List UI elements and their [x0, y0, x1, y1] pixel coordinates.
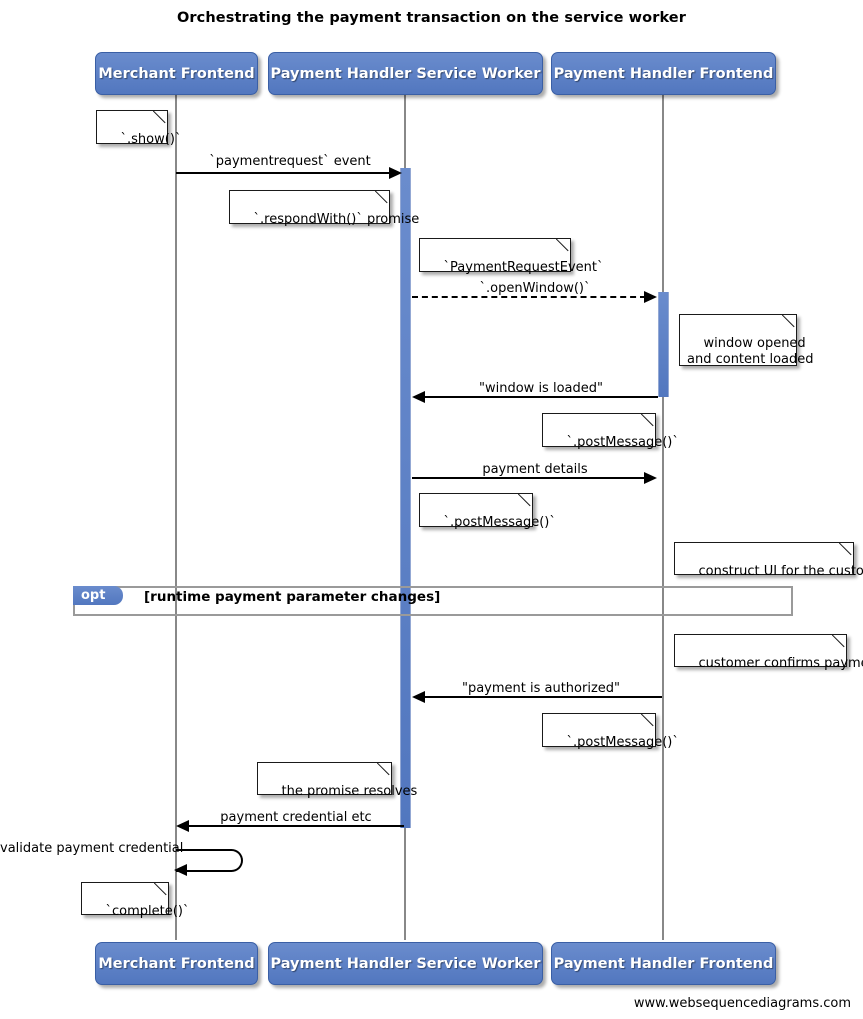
note-fold-icon: [641, 413, 656, 428]
message-line-window-is-loaded: [424, 396, 658, 398]
note-fold-icon: [839, 542, 854, 557]
note-fold-icon: [377, 762, 392, 777]
note-text: `.postMessage()`: [566, 435, 679, 450]
message-text: `paymentrequest` event: [209, 154, 371, 169]
participant-label: Payment Handler Service Worker: [270, 65, 541, 82]
note-customer-confirms: customer confirms payment: [674, 634, 863, 671]
message-arrowhead-payment-credential-etc: [176, 820, 189, 832]
lifeline-payment-handler-frontend: [662, 95, 664, 940]
message-arrowhead-validate-payment-credential: [174, 864, 187, 876]
participant-merchant-frontend-top[interactable]: Merchant Frontend: [95, 52, 258, 95]
message-label-paymentrequest-event: `paymentrequest` event: [176, 154, 404, 169]
message-arrowhead-payment-is-authorized: [412, 691, 425, 703]
note-fold-icon: [556, 238, 571, 253]
note-fold-icon: [782, 314, 797, 329]
opt-fragment-condition-text: [runtime payment parameter changes]: [144, 589, 441, 605]
note-show: `.show()`: [96, 110, 181, 147]
note-text: the promise resolves: [281, 784, 418, 799]
message-text: "payment is authorized": [461, 681, 621, 696]
message-text: validate payment credential: [0, 841, 184, 856]
participant-payment-handler-frontend-top[interactable]: Payment Handler Frontend: [551, 52, 776, 95]
page-title: Orchestrating the payment transaction on…: [177, 10, 686, 26]
message-line-payment-details: [412, 477, 646, 479]
note-text: window opened and content loaded: [687, 336, 814, 367]
message-arrowhead-window-is-loaded: [412, 391, 425, 403]
opt-fragment-operator-tab: opt: [73, 586, 123, 605]
participant-label: Payment Handler Frontend: [553, 955, 774, 972]
message-line-payment-is-authorized: [424, 696, 662, 698]
message-arrowhead-paymentrequest-event: [389, 167, 402, 179]
note-fold-icon: [154, 882, 169, 897]
participant-label: Payment Handler Service Worker: [270, 955, 541, 972]
note-window-opened: window opened and content loaded: [679, 314, 814, 367]
participant-label: Payment Handler Frontend: [553, 65, 774, 82]
message-label-window-is-loaded: "window is loaded": [424, 381, 658, 396]
participant-label: Merchant Frontend: [98, 955, 255, 972]
note-fold-icon: [375, 190, 390, 205]
message-text: "window is loaded": [479, 381, 603, 396]
note-postmessage-3: `.postMessage()`: [542, 713, 679, 750]
note-text: `.show()`: [120, 132, 182, 147]
opt-fragment-condition: [runtime payment parameter changes]: [144, 589, 440, 605]
message-line-paymentrequest-event: [176, 172, 392, 174]
participant-payment-handler-frontend-bottom[interactable]: Payment Handler Frontend: [551, 942, 776, 985]
message-line-openwindow: [412, 296, 646, 298]
note-fold-icon: [518, 493, 533, 508]
note-text: construct UI for the customer: [698, 564, 863, 579]
message-label-payment-credential-etc: payment credential etc: [188, 810, 404, 825]
note-fold-icon: [832, 634, 847, 649]
opt-fragment-operator-label: opt: [81, 588, 106, 603]
message-arrowhead-openwindow: [644, 291, 657, 303]
note-construct-ui: construct UI for the customer: [674, 542, 863, 579]
note-respondwith-promise: `.respondWith()` promise: [229, 190, 419, 227]
participant-merchant-frontend-bottom[interactable]: Merchant Frontend: [95, 942, 258, 985]
message-label-payment-details: payment details: [412, 462, 658, 477]
message-text: `.openWindow()`: [479, 281, 591, 296]
activation-bar-frontend: [658, 292, 669, 397]
note-text: `.respondWith()` promise: [253, 212, 420, 227]
note-fold-icon: [641, 713, 656, 728]
note-text: `PaymentRequestEvent`: [443, 260, 604, 275]
note-text: customer confirms payment: [698, 656, 863, 671]
activation-bar-service-worker: [400, 168, 411, 828]
lifeline-merchant-frontend: [175, 95, 177, 940]
message-arrowhead-payment-details: [644, 472, 657, 484]
message-label-validate-payment-credential: validate payment credential: [0, 841, 183, 856]
note-paymentrequestevent: `PaymentRequestEvent`: [419, 238, 604, 275]
note-postmessage-1: `.postMessage()`: [542, 413, 679, 450]
message-label-payment-is-authorized: "payment is authorized": [424, 681, 658, 696]
message-text: payment details: [482, 462, 588, 477]
message-label-openwindow: `.openWindow()`: [412, 281, 658, 296]
participant-payment-handler-service-worker-top[interactable]: Payment Handler Service Worker: [268, 52, 543, 95]
footer-text: www.websequencediagrams.com: [633, 996, 851, 1011]
note-text: `.postMessage()`: [443, 515, 556, 530]
note-promise-resolves: the promise resolves: [257, 762, 417, 799]
message-selfloop-validate-payment-credential: [176, 849, 243, 872]
note-text: `.postMessage()`: [566, 735, 679, 750]
note-complete: `complete()`: [81, 882, 189, 919]
note-text: `complete()`: [105, 904, 190, 919]
message-text: payment credential etc: [220, 810, 372, 825]
message-line-payment-credential-etc: [188, 825, 404, 827]
footer-watermark: www.websequencediagrams.com: [634, 996, 851, 1011]
participant-label: Merchant Frontend: [98, 65, 255, 82]
note-fold-icon: [153, 110, 168, 125]
note-postmessage-2: `.postMessage()`: [419, 493, 556, 530]
participant-payment-handler-service-worker-bottom[interactable]: Payment Handler Service Worker: [268, 942, 543, 985]
